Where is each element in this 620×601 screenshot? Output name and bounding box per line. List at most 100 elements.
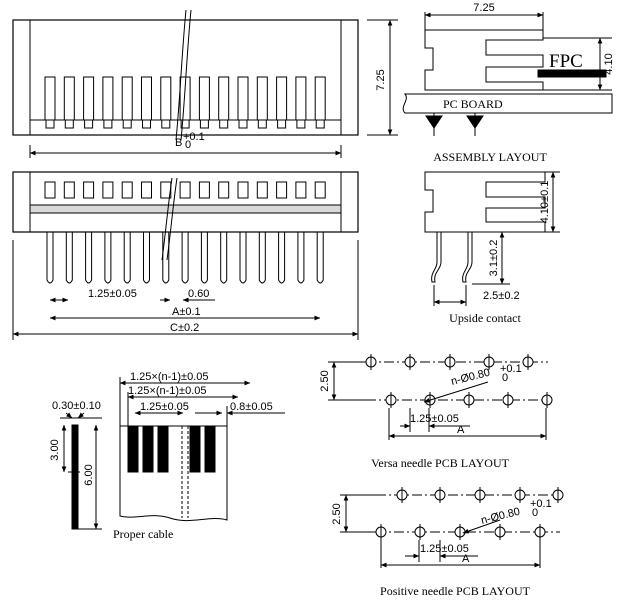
front-lead (65, 232, 73, 284)
top-contact (218, 76, 230, 121)
front-lead (104, 232, 112, 284)
top-contact (237, 76, 249, 121)
fpc-cable (537, 69, 607, 78)
positive-pitch: 1.25±0.05 (420, 543, 469, 555)
top-contact-foot (315, 119, 325, 129)
front-contact (179, 181, 191, 199)
cable-dim-inner: 1.25×(n-1)±0.05 (128, 385, 207, 397)
versa-caption: Versa needle PCB LAYOUT (371, 456, 510, 470)
versa-hole-dim: n-Ø0.80 (450, 367, 491, 388)
front-lead (278, 232, 286, 284)
front-lead (85, 232, 93, 284)
cable-caption: Proper cable (113, 527, 173, 541)
front-view (12, 171, 359, 284)
front-view-body (12, 171, 359, 233)
versa-layout (328, 354, 553, 440)
top-view (12, 9, 398, 141)
front-lead (316, 232, 324, 284)
top-contact (314, 76, 326, 121)
top-contact (44, 76, 56, 121)
top-contact-foot (103, 119, 113, 129)
upside-caption: Upside contact (449, 311, 521, 325)
front-pin-width-dim: 0.60 (188, 288, 209, 300)
cable-conductor-width: 0.8±0.05 (230, 401, 273, 413)
pc-board (402, 93, 613, 114)
versa-hole-tol-top: +0.1 (500, 363, 522, 375)
front-lead (181, 232, 189, 284)
front-lead (162, 232, 170, 284)
positive-a: A (462, 553, 470, 565)
upside-lead-dim: 3.1±0.2 (488, 240, 500, 277)
versa-hole-tol-bot: 0 (502, 372, 508, 384)
top-view-height-dim: 7.25 (375, 69, 387, 90)
c-dimension: C±0.2 (170, 322, 199, 334)
top-contact-foot (199, 119, 209, 129)
fpc-label: FPC (549, 51, 583, 72)
positive-row-dim: 2.50 (331, 503, 343, 524)
assembly-width-dim: 7.25 (473, 2, 494, 14)
top-contact-foot (45, 119, 55, 129)
positive-caption: Positive needle PCB LAYOUT (380, 584, 531, 598)
top-contact (160, 76, 172, 121)
pc-board-label: PC BOARD (443, 97, 503, 111)
top-contact-foot (277, 119, 287, 129)
top-contact (141, 76, 152, 121)
positive-holes (375, 487, 564, 540)
upside-spacing-dim: 2.5±0.2 (483, 290, 520, 302)
upside-height-dim: 4.10±0.1 (539, 181, 551, 224)
cable-len-long: 6.00 (83, 464, 95, 485)
cable-len-short: 3.00 (49, 439, 61, 460)
upside-contact-view (424, 171, 560, 306)
top-contact-foot (64, 119, 74, 129)
cable-dim-total: 1.25×(n-1)±0.05 (130, 371, 209, 383)
top-contact (198, 76, 210, 121)
top-contact-foot (219, 119, 229, 129)
front-contact (198, 181, 210, 199)
front-lead (123, 232, 131, 284)
front-contact (102, 181, 114, 199)
top-contact (256, 76, 268, 121)
top-contact-foot (180, 119, 190, 129)
positive-layout (340, 487, 564, 568)
front-contact (44, 181, 56, 199)
cable-pitch: 1.25±0.05 (140, 401, 189, 413)
front-lead (258, 232, 266, 284)
front-view-leads (46, 232, 324, 284)
top-contact (295, 76, 307, 121)
positive-hole-dim: n-Ø0.80 (480, 506, 521, 527)
front-contact (276, 181, 288, 199)
front-contact (141, 181, 152, 199)
front-contact (256, 181, 268, 199)
versa-pitch: 1.25±0.05 (410, 413, 459, 425)
top-contact (63, 76, 75, 121)
top-contact-foot (296, 119, 306, 129)
front-lead (46, 232, 54, 284)
front-contact (314, 181, 326, 199)
b-tol-bot: 0 (185, 139, 191, 151)
versa-row-dim: 2.50 (319, 370, 331, 391)
front-view-contacts (44, 181, 326, 199)
b-tol-top: +0.1 (183, 131, 205, 143)
assembly-caption: ASSEMBLY LAYOUT (433, 150, 547, 164)
front-lead (200, 232, 208, 284)
cable-side-profile (71, 424, 79, 530)
top-contact-foot (257, 119, 267, 129)
front-contact (63, 181, 75, 199)
top-view-break-line (175, 9, 187, 141)
front-contact (237, 181, 249, 199)
cable-view (60, 377, 285, 530)
front-contact (218, 181, 230, 199)
front-contact (295, 181, 307, 199)
a-dimension: A±0.1 (172, 306, 201, 318)
top-view-pins (44, 76, 326, 129)
top-contact-foot (142, 119, 151, 129)
top-contact-foot (161, 119, 171, 129)
assembly-view (402, 12, 613, 136)
front-pitch-dim: 1.25±0.05 (88, 288, 137, 300)
positive-hole-tol-bot: 0 (532, 507, 538, 519)
top-contact (83, 76, 95, 121)
top-contact (276, 76, 288, 121)
front-lead (220, 232, 228, 284)
front-lead (239, 232, 247, 284)
